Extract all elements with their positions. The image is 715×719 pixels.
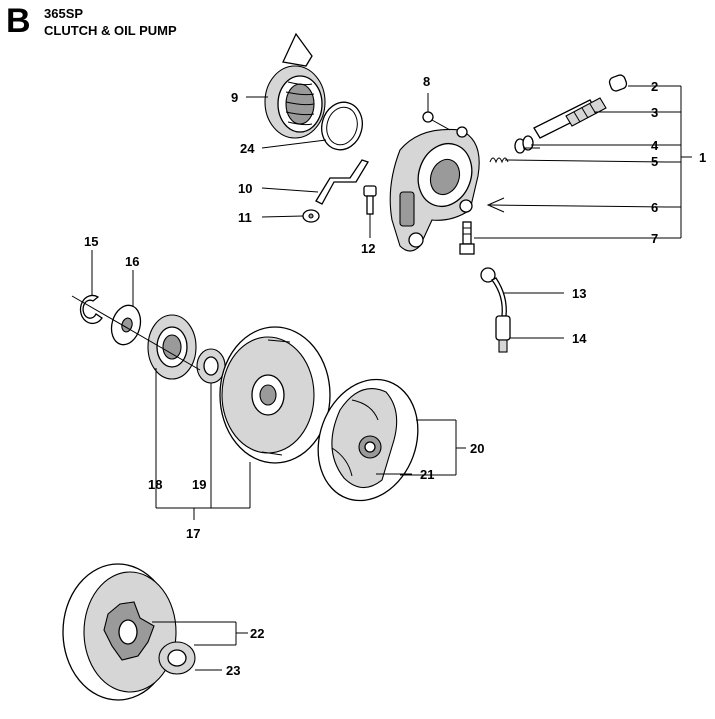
part-washer-16[interactable] — [107, 302, 144, 348]
callout-20: 20 — [470, 441, 484, 456]
callout-10: 10 — [238, 181, 252, 196]
callout-24: 24 — [240, 141, 255, 156]
part-clutch-assembly[interactable] — [302, 365, 435, 514]
callout-6: 6 — [651, 200, 658, 215]
part-screw-8[interactable] — [422, 111, 451, 131]
section-title: CLUTCH & OIL PUMP — [44, 23, 177, 38]
callout-21: 21 — [420, 467, 434, 482]
model-number: 365SP — [44, 6, 84, 21]
part-clutch-drum[interactable] — [219, 326, 331, 464]
part-cap[interactable] — [608, 74, 628, 93]
part-needle-bearing[interactable] — [196, 348, 226, 384]
part-rim-sprocket[interactable] — [147, 314, 197, 380]
callout-7: 7 — [651, 231, 658, 246]
part-adjuster[interactable] — [486, 197, 505, 213]
callout-23: 23 — [226, 663, 240, 678]
callout-12: 12 — [361, 241, 375, 256]
part-nut[interactable] — [302, 209, 320, 223]
part-pump-piston[interactable] — [533, 97, 607, 139]
callout-9: 9 — [231, 90, 238, 105]
callout-13: 13 — [572, 286, 586, 301]
part-bolt-12[interactable] — [363, 185, 377, 215]
callout-1: 1 — [699, 150, 706, 165]
part-needle-bearing-23[interactable] — [158, 641, 196, 675]
callout-5: 5 — [651, 154, 658, 169]
callout-11: 11 — [238, 210, 252, 225]
part-spur-drum[interactable] — [62, 563, 177, 701]
part-spring[interactable] — [489, 157, 509, 164]
section-letter: B — [6, 2, 31, 40]
part-oil-pump-housing[interactable] — [389, 126, 480, 252]
callout-14: 14 — [572, 331, 587, 346]
callout-8: 8 — [423, 74, 430, 89]
part-oil-pipe[interactable] — [315, 159, 369, 205]
part-oil-hose[interactable] — [480, 267, 511, 353]
part-circlip[interactable] — [79, 294, 103, 325]
part-washers[interactable] — [514, 135, 534, 154]
callout-16: 16 — [125, 254, 139, 269]
part-adjusting-screw[interactable] — [459, 221, 475, 255]
callout-3: 3 — [651, 105, 658, 120]
part-worm-gear[interactable] — [264, 32, 326, 139]
callout-15: 15 — [84, 234, 98, 249]
callout-2: 2 — [651, 79, 658, 94]
part-seal-ring[interactable] — [316, 98, 367, 155]
callout-22: 22 — [250, 626, 264, 641]
leader-lines — [71, 85, 692, 671]
callout-4: 4 — [651, 138, 659, 153]
callout-17: 17 — [186, 526, 200, 541]
callout-19: 19 — [192, 477, 206, 492]
callout-18: 18 — [148, 477, 162, 492]
